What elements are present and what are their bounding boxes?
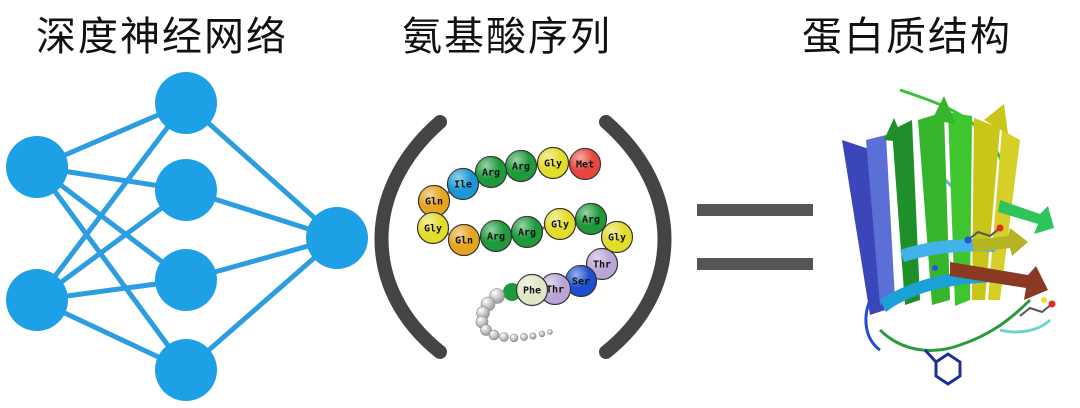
amino-acid-label: Gly — [551, 220, 569, 231]
amino-acid-bead: Gly — [543, 207, 577, 241]
amino-acid-label: Arg — [487, 232, 505, 243]
bead-highlight — [505, 150, 537, 182]
tail-bead — [509, 333, 519, 343]
network-edges — [34, 100, 339, 373]
network-node-l2-0 — [306, 207, 368, 269]
amino-acid-bead: Arg — [474, 155, 508, 189]
amino-acid-bead: Arg — [479, 219, 513, 253]
protein-ribbon-structure — [842, 88, 1056, 386]
bead-highlight — [537, 147, 569, 179]
amino-acid-label: Thr — [546, 285, 564, 296]
bead-highlight — [539, 273, 571, 305]
amino-acid-label: Gly — [608, 233, 626, 244]
amino-acid-bead: Arg — [504, 149, 538, 183]
equals-bottom-bar — [697, 258, 813, 270]
amino-acid-bead: Phe — [515, 273, 549, 307]
bead-highlight — [586, 248, 618, 280]
bead-highlight — [544, 208, 576, 240]
bead-highlight — [569, 148, 601, 180]
edge-l0-0-to-3 — [34, 165, 189, 372]
equals-top-bar — [697, 204, 813, 216]
amino-acid-bead: Gly — [600, 220, 634, 254]
amino-acid-label: Arg — [482, 168, 500, 179]
tail-bead — [529, 332, 537, 340]
chain-tail — [475, 283, 553, 343]
network-node-l0-0 — [6, 136, 68, 198]
amino-acid-label: Gly — [544, 159, 562, 170]
amino-acid-label: Gln — [425, 197, 443, 208]
tail-bead — [547, 329, 553, 335]
bead-highlight — [447, 168, 479, 200]
amino-acid-label: Gly — [424, 224, 442, 235]
protein-structure-title: 蛋白质结构 — [802, 14, 1012, 60]
bead-highlight — [448, 224, 480, 256]
amino-acid-label: Thr — [593, 260, 611, 271]
amino-acid-label: Phe — [523, 286, 541, 297]
network-node-l1-2 — [155, 249, 217, 311]
amino-acid-label: Arg — [582, 215, 600, 226]
bead-highlight — [418, 185, 450, 217]
amino-acid-bead: Gly — [416, 211, 450, 245]
tail-bead — [488, 329, 500, 341]
tail-bead — [499, 332, 509, 342]
network-nodes — [6, 72, 368, 401]
bead-highlight — [417, 212, 449, 244]
amino-acid-bead: Arg — [574, 202, 608, 236]
amino-acid-label: Arg — [512, 162, 530, 173]
right-parenthesis — [599, 115, 672, 359]
neural-network-title: 深度神经网络 — [36, 14, 288, 60]
network-node-l1-3 — [155, 339, 217, 401]
bead-highlight — [475, 156, 507, 188]
bead-highlight — [516, 274, 548, 306]
amino-acid-bead: Gln — [417, 184, 451, 218]
edge-l1-3-to-0 — [184, 236, 339, 372]
edge-l0-1-to-0 — [35, 101, 188, 302]
network-node-l1-1 — [155, 159, 217, 221]
bead-highlight — [565, 265, 597, 297]
amino-acid-label: Ile — [454, 180, 472, 191]
tail-bead — [520, 333, 528, 341]
amino-acid-bead: Thr — [585, 247, 619, 281]
amino-acid-bead: Ile — [446, 167, 480, 201]
amino-acid-label: Arg — [518, 228, 536, 239]
amino-acid-label: Met — [576, 160, 594, 171]
amino-acid-bead: Met — [568, 147, 602, 181]
left-parenthesis — [374, 115, 447, 359]
amino-acid-bead: Gly — [536, 146, 570, 180]
network-node-l1-0 — [155, 72, 217, 134]
edge-l1-0-to-0 — [184, 101, 339, 240]
bead-highlight — [480, 220, 512, 252]
amino-acid-bead: Gln — [447, 223, 481, 257]
amino-acid-label: Gln — [455, 236, 473, 247]
amino-acid-sequence-title: 氨基酸序列 — [402, 14, 612, 60]
edge-l0-0-to-2 — [35, 165, 188, 282]
tail-bead — [538, 330, 546, 338]
network-node-l0-1 — [6, 269, 68, 331]
amino-acid-label: Ser — [572, 277, 590, 288]
bead-highlight — [575, 203, 607, 235]
bead-highlight — [601, 221, 633, 253]
amino-acid-bead: Thr — [538, 272, 572, 306]
bead-highlight — [511, 216, 543, 248]
tail-bead — [480, 324, 492, 336]
amino-acid-bead: Arg — [510, 215, 544, 249]
